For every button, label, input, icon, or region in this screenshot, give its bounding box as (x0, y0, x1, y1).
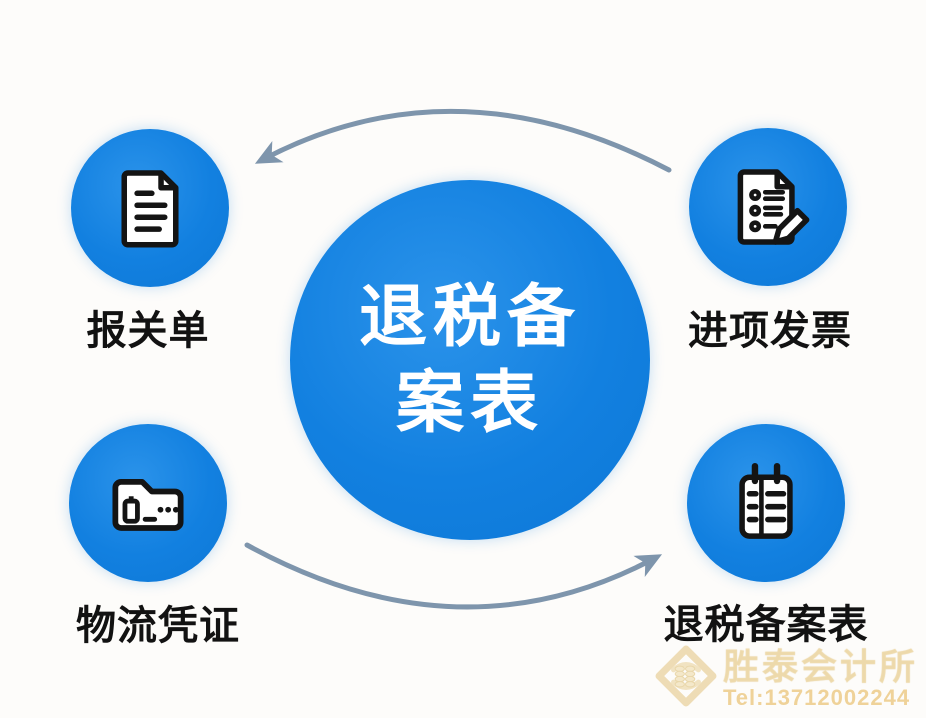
center-hub-circle: 退税备 案表 (290, 180, 650, 540)
center-title-line2: 案表 (395, 365, 544, 441)
label-input-invoice: 进项发票 (688, 309, 852, 353)
watermark: 胜泰会计所 Tel:13712002244 (655, 645, 918, 712)
label-customs-declaration: 报关单 (86, 309, 210, 353)
ledger-icon (720, 457, 812, 549)
label-logistics-voucher: 物流凭证 (76, 604, 240, 648)
label-tax-refund-form: 退税备案表 (663, 603, 869, 647)
watermark-company-name: 胜泰会计所 (722, 645, 918, 687)
invoice-pencil-icon (722, 161, 814, 253)
wallet-icon (100, 455, 196, 551)
node-customs-declaration (71, 129, 229, 287)
watermark-phone: Tel:13712002244 (722, 684, 911, 710)
node-tax-refund-form (687, 424, 845, 582)
node-logistics-voucher (69, 424, 227, 582)
bottom-arrow (244, 542, 663, 610)
watermark-logo-icon (655, 645, 717, 712)
document-icon (104, 162, 196, 254)
top-arrow (254, 108, 672, 173)
node-input-invoice (689, 128, 847, 286)
center-title-line1: 退税备 (358, 279, 581, 355)
